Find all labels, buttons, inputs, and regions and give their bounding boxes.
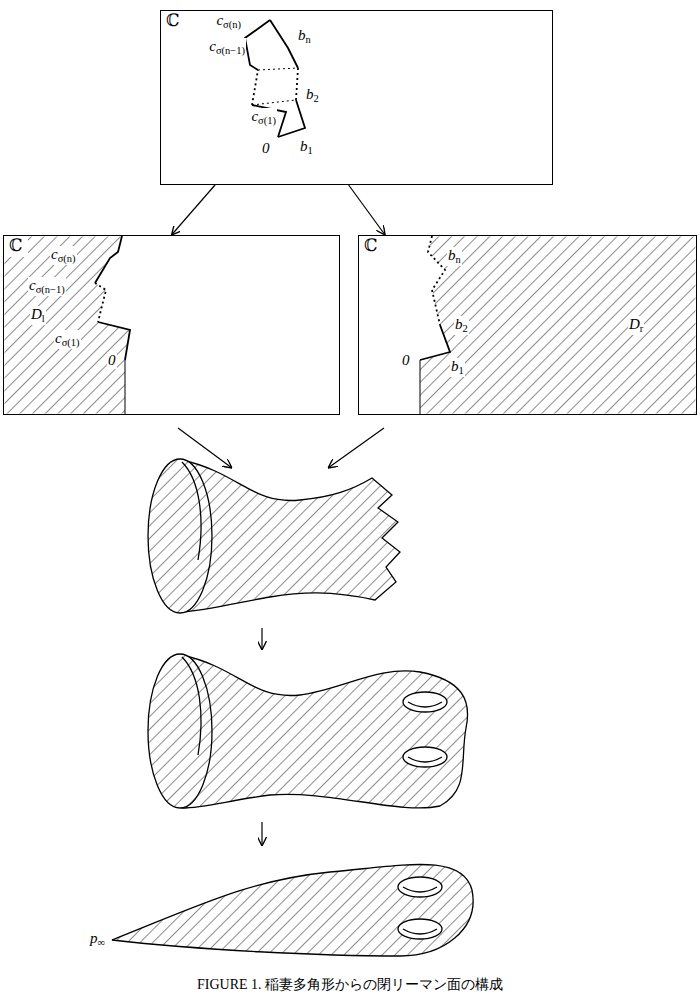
- edge-label: b1: [299, 138, 314, 157]
- edge-label: b1: [450, 358, 465, 377]
- step-arrow: [349, 185, 385, 235]
- edge-label: bn: [447, 247, 462, 266]
- lightning-polygon: [245, 20, 305, 137]
- origin-label: 0: [107, 352, 117, 369]
- edge-label: cσ(n): [50, 246, 77, 265]
- surface-jagged: [148, 459, 400, 613]
- edge-label: b2: [305, 86, 320, 105]
- edge-label: cσ(n−1): [28, 277, 66, 296]
- region-dr: [420, 236, 696, 414]
- figure-caption: FIGURE 1. 稲妻多角形からの閉リーマン面の構成: [0, 976, 700, 994]
- closed-surface: [112, 864, 473, 956]
- origin-label: 0: [401, 352, 411, 369]
- edge-label: bn: [297, 27, 312, 46]
- plane-panel: ℂ: [160, 10, 553, 185]
- plane-symbol: ℂ: [4, 236, 28, 257]
- edge-label: cσ(1): [54, 330, 81, 349]
- plane-symbol: ℂ: [161, 11, 185, 32]
- surface-holes: [148, 654, 468, 808]
- plane-symbol: ℂ: [359, 236, 383, 257]
- edge-label: b2: [454, 316, 469, 335]
- point-label: p∞: [89, 930, 106, 949]
- step-arrow: [172, 185, 216, 235]
- edge-label: cσ(n−1): [208, 38, 246, 57]
- edge-label: cσ(1): [250, 108, 277, 127]
- region-label: Dr: [628, 316, 644, 335]
- edge-label: cσ(n): [215, 12, 242, 31]
- plane-panel-right: ℂ: [358, 235, 697, 415]
- region-label: Dl: [30, 306, 46, 325]
- region-dl: [5, 236, 131, 414]
- origin-label: 0: [261, 140, 271, 157]
